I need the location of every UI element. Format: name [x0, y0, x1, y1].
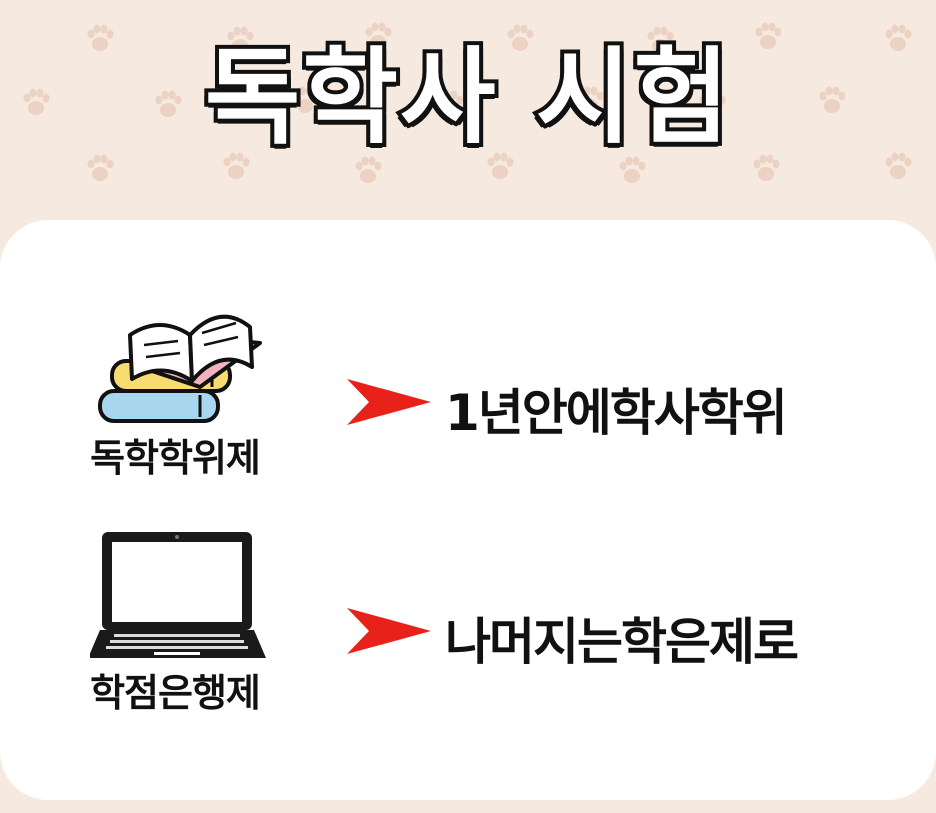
books-icon	[90, 295, 280, 425]
arrow-right-icon	[347, 379, 431, 425]
item-description: 나머지는학은제로	[445, 613, 799, 671]
item-description: 1년안에학사학위	[445, 384, 788, 442]
info-card	[0, 220, 936, 800]
laptop-icon	[88, 530, 280, 660]
arrow-right-icon	[347, 608, 431, 654]
page-title: 독학사 시험	[201, 32, 734, 162]
item-label: 학점은행제	[90, 671, 261, 715]
item-label: 독학학위제	[90, 436, 261, 480]
